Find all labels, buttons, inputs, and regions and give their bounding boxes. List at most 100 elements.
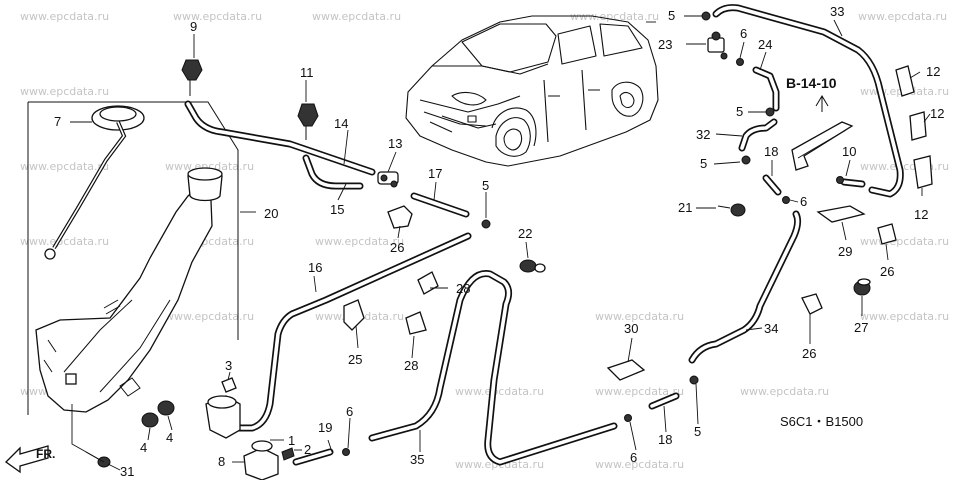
reference-label: B-14-10	[786, 75, 837, 91]
seal-3	[221, 377, 237, 393]
callout-4: 4	[166, 430, 173, 445]
callout-6: 6	[800, 194, 807, 209]
connector-5	[701, 11, 711, 21]
clip-26	[387, 205, 413, 229]
callout-9: 9	[190, 19, 197, 34]
callout-5: 5	[482, 178, 489, 193]
connector-5	[765, 107, 775, 117]
callout-32: 32	[696, 127, 710, 142]
grommets-4	[141, 400, 175, 428]
callout-12: 12	[930, 106, 944, 121]
callout-7: 7	[54, 114, 61, 129]
watermark: www.epcdata.ru	[165, 160, 254, 173]
washer-nozzle-11	[297, 103, 319, 140]
callout-28: 28	[404, 358, 418, 373]
watermark: www.epcdata.ru	[570, 10, 659, 23]
callout-19: 19	[318, 420, 332, 435]
callout-5: 5	[668, 8, 675, 23]
watermark: www.epcdata.ru	[455, 385, 544, 398]
callout-18: 18	[764, 144, 778, 159]
callout-23: 23	[658, 37, 672, 52]
callout-20: 20	[264, 206, 278, 221]
pad-30	[606, 359, 646, 381]
callout-15: 15	[330, 202, 344, 217]
callout-5: 5	[736, 104, 743, 119]
callout-1: 1	[288, 433, 295, 448]
car-illustration	[405, 15, 659, 167]
watermark: www.epcdata.ru	[165, 310, 254, 323]
watermark: www.epcdata.ru	[740, 385, 829, 398]
callout-35: 35	[410, 452, 424, 467]
callout-30: 30	[624, 321, 638, 336]
callout-22: 22	[518, 226, 532, 241]
watermark: www.epcdata.ru	[173, 10, 262, 23]
joint-6	[736, 58, 744, 66]
callout-8: 8	[218, 454, 225, 469]
callout-6: 6	[740, 26, 747, 41]
callout-26: 26	[802, 346, 816, 361]
pump-area	[85, 377, 295, 480]
joint-6	[782, 196, 790, 204]
callout-27: 27	[854, 320, 868, 335]
bolt-21	[717, 203, 746, 217]
filter-2	[281, 447, 295, 461]
watermark: www.epcdata.ru	[20, 85, 109, 98]
callout-34: 34	[764, 321, 778, 336]
callout-24: 24	[758, 37, 772, 52]
clip-26	[801, 293, 823, 315]
clip-26	[877, 223, 897, 245]
callout-numbers: 7 9 11 14 15 13 26 17 5 16 22 28 25 28 2…	[54, 4, 944, 479]
hose-34	[688, 210, 802, 364]
watermark: www.epcdata.ru	[595, 385, 684, 398]
watermark: www.epcdata.ru	[595, 310, 684, 323]
callout-5: 5	[700, 156, 707, 171]
washer-nozzle-9	[181, 59, 203, 96]
callout-3: 3	[225, 358, 232, 373]
clip-28	[417, 271, 439, 295]
watermark: www.epcdata.ru	[312, 10, 401, 23]
reservoir-group	[27, 101, 239, 415]
hose-16	[234, 232, 472, 432]
callout-31: 31	[120, 464, 134, 479]
joint-10	[836, 176, 844, 184]
pad-29	[816, 205, 866, 223]
callout-12: 12	[926, 64, 940, 79]
callout-28: 28	[456, 281, 470, 296]
hose-lines	[184, 4, 904, 466]
callout-17: 17	[428, 166, 442, 181]
callout-13: 13	[388, 136, 402, 151]
washer-pump-8	[205, 395, 279, 480]
watermark: www.epcdata.ru	[595, 458, 684, 471]
clip-25	[343, 299, 365, 331]
callout-26: 26	[390, 240, 404, 255]
grommet-27	[853, 278, 871, 296]
cap-12	[913, 155, 933, 189]
callout-33: 33	[830, 4, 844, 19]
watermark: www.epcdata.ru	[858, 10, 947, 23]
clip-28	[405, 311, 427, 335]
callout-26: 26	[880, 264, 894, 279]
callout-21: 21	[678, 200, 692, 215]
watermark: www.epcdata.ru	[20, 10, 109, 23]
front-arrow: FR.	[4, 445, 55, 474]
callout-12: 12	[914, 207, 928, 222]
joint-23	[707, 31, 728, 60]
joint-6	[624, 414, 632, 422]
callout-18: 18	[658, 432, 672, 447]
cap-12	[909, 111, 927, 141]
components	[181, 11, 933, 456]
joint-6	[342, 448, 350, 456]
cap-12	[895, 65, 915, 97]
callout-14: 14	[334, 116, 348, 131]
callout-10: 10	[842, 144, 856, 159]
grommet-22	[519, 259, 546, 273]
front-label: FR.	[36, 447, 55, 461]
watermark: www.epcdata.ru	[860, 160, 949, 173]
watermark: www.epcdata.ru	[860, 235, 949, 248]
callout-2: 2	[304, 442, 311, 457]
callout-6: 6	[630, 450, 637, 465]
joint-13	[377, 171, 399, 188]
callout-6: 6	[346, 404, 353, 419]
